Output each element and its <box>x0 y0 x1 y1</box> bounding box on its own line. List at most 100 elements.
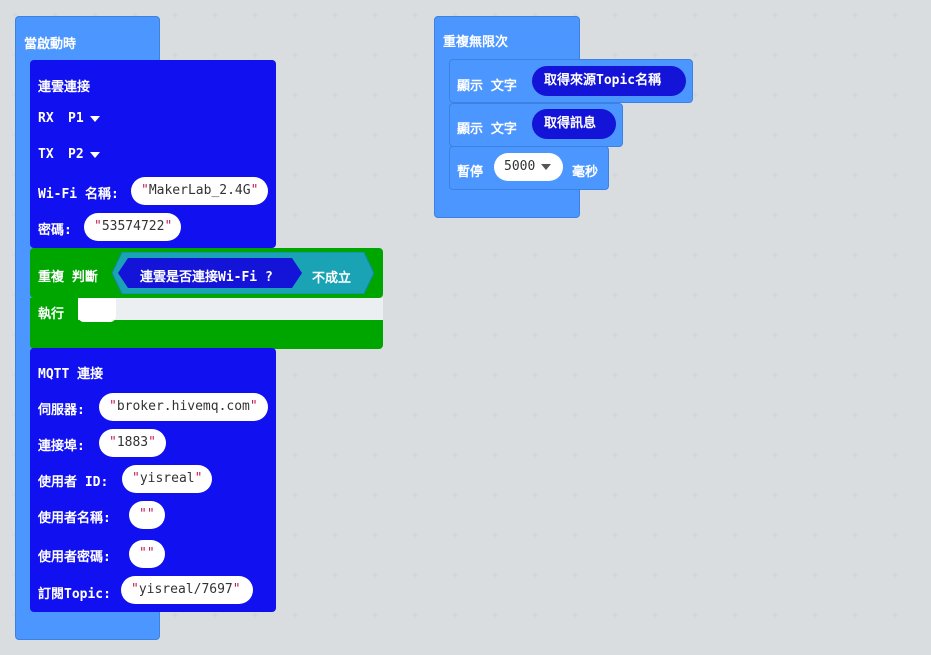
chevron-down-icon <box>541 163 552 170</box>
grid-cross <box>692 132 698 138</box>
grid-cross <box>732 572 738 578</box>
grid-cross <box>292 12 298 18</box>
grid-cross <box>572 452 578 458</box>
port-label: 連接埠: <box>38 439 85 454</box>
grid-cross <box>772 172 778 178</box>
grid-cross <box>612 372 618 378</box>
grid-cross <box>612 412 618 418</box>
grid-cross <box>412 492 418 498</box>
grid-cross <box>452 252 458 258</box>
grid-cross <box>612 492 618 498</box>
grid-cross <box>652 172 658 178</box>
grid-cross <box>732 132 738 138</box>
grid-cross <box>292 452 298 458</box>
grid-cross <box>372 412 378 418</box>
grid-cross <box>692 612 698 618</box>
grid-cross <box>812 572 818 578</box>
grid-cross <box>692 372 698 378</box>
grid-cross <box>892 132 898 138</box>
show-string-label-2: 顯示 文字 <box>457 122 517 137</box>
grid-cross <box>692 92 698 98</box>
grid-cross <box>332 92 338 98</box>
grid-cross <box>892 252 898 258</box>
grid-cross <box>892 172 898 178</box>
grid-cross <box>532 252 538 258</box>
userpass-input[interactable]: "" <box>129 540 165 568</box>
rx-label: RX <box>38 111 54 126</box>
grid-cross <box>532 612 538 618</box>
password-input[interactable]: "53574722" <box>84 213 181 241</box>
grid-cross <box>532 572 538 578</box>
grid-cross <box>812 532 818 538</box>
pause-dropdown[interactable]: 5000 <box>494 153 563 181</box>
grid-cross <box>572 292 578 298</box>
ssid-input[interactable]: "MakerLab_2.4G" <box>131 177 268 205</box>
grid-cross <box>292 412 298 418</box>
rx-dropdown[interactable]: P1 <box>68 111 100 126</box>
not-block[interactable] <box>112 252 376 294</box>
grid-cross <box>612 532 618 538</box>
grid-cross <box>532 332 538 338</box>
grid-cross <box>612 612 618 618</box>
user-id-input[interactable]: "yisreal" <box>122 465 212 493</box>
grid-cross <box>452 572 458 578</box>
grid-cross <box>612 572 618 578</box>
grid-cross <box>852 212 858 218</box>
grid-cross <box>332 212 338 218</box>
grid-cross <box>772 532 778 538</box>
grid-cross <box>892 12 898 18</box>
grid-cross <box>332 12 338 18</box>
message-reporter[interactable]: 取得訊息 <box>532 109 616 139</box>
topic-label: 訂閱Topic: <box>38 587 111 602</box>
grid-cross <box>852 372 858 378</box>
grid-cross <box>732 52 738 58</box>
grid-cross <box>612 52 618 58</box>
topic-name-reporter[interactable]: 取得來源Topic名稱 <box>532 66 686 96</box>
grid-cross <box>652 492 658 498</box>
grid-cross <box>812 492 818 498</box>
grid-cross <box>732 172 738 178</box>
topic-input[interactable]: "yisreal/7697" <box>121 576 253 604</box>
grid-cross <box>812 412 818 418</box>
grid-cross <box>692 172 698 178</box>
grid-cross <box>412 572 418 578</box>
grid-cross <box>372 132 378 138</box>
grid-cross <box>172 12 178 18</box>
server-label: 伺服器: <box>38 403 85 418</box>
pause-label: 暫停 <box>457 165 484 180</box>
grid-cross <box>852 12 858 18</box>
repeat-empty-slot[interactable] <box>78 298 383 320</box>
grid-cross <box>332 612 338 618</box>
grid-cross <box>252 12 258 18</box>
show-string-label-1: 顯示 文字 <box>457 79 517 94</box>
grid-cross <box>292 612 298 618</box>
port-input[interactable]: "1883" <box>99 429 166 457</box>
grid-cross <box>852 92 858 98</box>
grid-cross <box>612 332 618 338</box>
grid-cross <box>452 612 458 618</box>
grid-cross <box>332 52 338 58</box>
grid-cross <box>332 492 338 498</box>
grid-cross <box>532 372 538 378</box>
grid-cross <box>772 212 778 218</box>
grid-cross <box>732 332 738 338</box>
grid-cross <box>292 372 298 378</box>
grid-cross <box>652 452 658 458</box>
username-input[interactable]: "" <box>129 501 165 529</box>
grid-cross <box>532 492 538 498</box>
grid-cross <box>412 292 418 298</box>
grid-cross <box>812 212 818 218</box>
grid-cross <box>692 532 698 538</box>
grid-cross <box>412 172 418 178</box>
rx-value: P1 <box>68 111 84 126</box>
grid-cross <box>852 292 858 298</box>
grid-cross <box>332 572 338 578</box>
grid-cross <box>572 412 578 418</box>
user-id-label: 使用者 ID: <box>38 475 109 490</box>
tx-dropdown[interactable]: P2 <box>68 147 100 162</box>
server-input[interactable]: "broker.hivemq.com" <box>99 393 268 421</box>
grid-cross <box>892 492 898 498</box>
grid-cross <box>772 52 778 58</box>
grid-cross <box>852 252 858 258</box>
grid-cross <box>652 52 658 58</box>
